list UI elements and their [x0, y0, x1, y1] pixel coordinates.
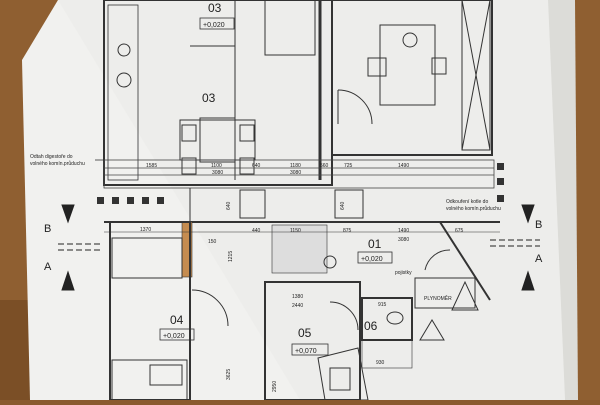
dim-1380: 1380: [292, 294, 303, 300]
dim-3080-a: 3080: [212, 170, 223, 176]
dim-440: 440: [252, 228, 261, 234]
section-b-right: B: [535, 219, 542, 231]
dimension-band-upper: [103, 159, 495, 189]
dim-725: 725: [344, 163, 353, 169]
dim-1490-b: 1490: [398, 228, 409, 234]
room-05-level: +0,070: [295, 348, 317, 355]
dim-560: 560: [320, 163, 329, 169]
dim-875: 875: [343, 228, 352, 234]
dim-1490: 1490: [398, 163, 409, 169]
dim-1585: 1585: [146, 163, 157, 169]
section-marker-right: [490, 204, 540, 291]
hood-note-line2: volného komín.průduchu: [30, 160, 85, 167]
boiler-note-line2: volného komín.průduchu: [446, 205, 501, 212]
room-05-level-box: [291, 343, 329, 356]
section-marker-left: [58, 204, 100, 291]
dim-3625: 3625: [226, 369, 232, 380]
room-05-number: 05: [298, 326, 312, 340]
paper-shade: [58, 0, 565, 400]
room-03-level: +0,020: [203, 22, 225, 29]
room-03-number: 03: [208, 1, 222, 15]
dim-1100: 1100: [211, 163, 222, 169]
upper-right-room: [331, 0, 493, 156]
dim-2440: 2440: [292, 303, 303, 309]
chimney-markers: [97, 163, 504, 204]
dim-2950: 2950: [272, 381, 278, 392]
dim-1180: 1180: [290, 163, 301, 169]
entrance-walls: [414, 221, 491, 341]
room-03-level-box: [199, 17, 235, 30]
fuses-label: pojistky: [395, 270, 412, 276]
room-04-number: 04: [170, 313, 184, 327]
dim-675: 675: [455, 228, 464, 234]
dim-1370: 1370: [140, 227, 151, 233]
dim-640-b: 640: [226, 201, 232, 210]
dim-1215: 1215: [228, 251, 234, 262]
dim-1150: 1150: [290, 228, 301, 234]
section-a-left: A: [44, 261, 52, 273]
room-06-walls: [361, 297, 413, 369]
paper-sheet: [22, 0, 565, 400]
gas-meter-label: PLYNOMĚR: [424, 294, 452, 302]
room-01-level: +0,020: [361, 256, 383, 263]
room-01-level-box: [357, 251, 393, 264]
dim-640: 640: [252, 163, 261, 169]
room-01-fixture: [323, 255, 337, 269]
dim-3080-c: 3080: [398, 237, 409, 243]
room-03-label-repeat: 03: [202, 91, 216, 105]
room-01-number: 01: [368, 237, 382, 251]
section-a-right: A: [535, 253, 543, 265]
boiler-note-line1: Odkouření kotle do: [446, 199, 488, 205]
hood-note-line1: Odtah digestoře do: [30, 154, 73, 160]
room-04-level: +0,020: [163, 333, 185, 340]
room-04-level-box: [159, 328, 195, 341]
room-06-number: 06: [364, 319, 378, 333]
dim-3080-b: 3080: [290, 170, 301, 176]
dim-150: 150: [208, 239, 217, 245]
dim-930: 930: [376, 360, 385, 366]
dim-640-c: 640: [340, 201, 346, 210]
section-b-left: B: [44, 223, 51, 235]
dim-915: 915: [378, 302, 387, 308]
